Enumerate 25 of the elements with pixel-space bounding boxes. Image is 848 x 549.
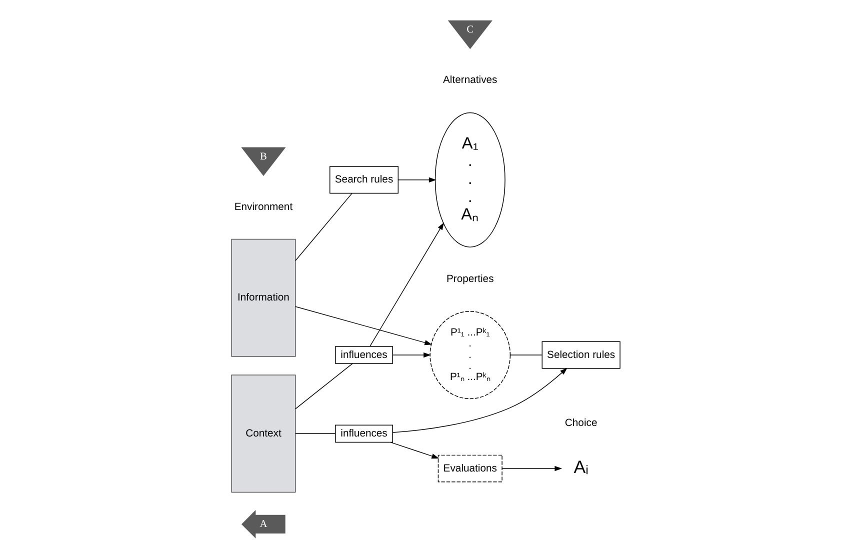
node-circle: P¹₁ ...Pᵏ₁ . . . P¹ₙ ...Pᵏₙ <box>429 310 510 400</box>
node-box: influences <box>334 424 392 443</box>
label: Alternatives <box>442 75 497 86</box>
connector <box>294 433 336 434</box>
connector <box>510 354 542 356</box>
arrow <box>397 177 436 182</box>
arrow <box>501 466 562 472</box>
arrow <box>294 306 432 346</box>
connector <box>294 363 352 410</box>
node-box: Evaluations <box>437 454 502 482</box>
node-text: Aᵢ <box>573 457 588 478</box>
arrow <box>392 352 430 358</box>
node-ellipse: A₁ . . . Aₙ <box>434 112 505 248</box>
node-box: Context <box>230 374 296 493</box>
connector <box>294 192 352 261</box>
node-box: Search rules <box>329 166 398 194</box>
node-box: Information <box>230 238 296 357</box>
label: Choice <box>564 418 597 430</box>
arrow <box>369 222 444 347</box>
node-box: influences <box>334 346 392 364</box>
node-box: Selection rules <box>541 341 620 369</box>
label: Environment <box>234 202 292 214</box>
arrow <box>390 442 439 459</box>
label: Properties <box>446 274 494 286</box>
arrow <box>392 368 567 433</box>
